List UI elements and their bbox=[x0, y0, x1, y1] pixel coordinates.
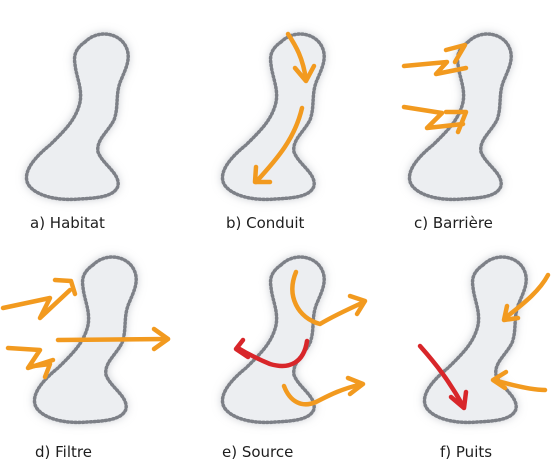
panel-label-barriere: c) Barrière bbox=[414, 214, 493, 232]
panel-label-filtre: d) Filtre bbox=[35, 443, 92, 461]
panel-habitat: a) Habitat bbox=[27, 34, 129, 232]
panel-label-conduit: b) Conduit bbox=[226, 214, 304, 232]
panel-conduit: b) Conduit bbox=[223, 34, 325, 232]
panel-label-puits: f) Puits bbox=[440, 443, 492, 461]
panel-source: e) Source bbox=[222, 257, 365, 461]
panel-filtre: d) Filtre bbox=[3, 257, 168, 461]
conduit-patch bbox=[223, 34, 325, 199]
filter-arrow-through bbox=[58, 339, 168, 340]
panel-puits: f) Puits bbox=[420, 257, 548, 461]
puits-patch bbox=[425, 257, 527, 422]
barriere-patch bbox=[410, 34, 512, 199]
panel-label-habitat: a) Habitat bbox=[30, 214, 105, 232]
habitat-patch bbox=[27, 34, 129, 199]
filter-arrow-upper bbox=[3, 290, 70, 318]
source-patch bbox=[223, 257, 325, 422]
panel-barriere: c) Barrière bbox=[404, 34, 511, 232]
filter-arrow-lower-head bbox=[34, 364, 50, 377]
panel-label-source: e) Source bbox=[222, 443, 293, 461]
